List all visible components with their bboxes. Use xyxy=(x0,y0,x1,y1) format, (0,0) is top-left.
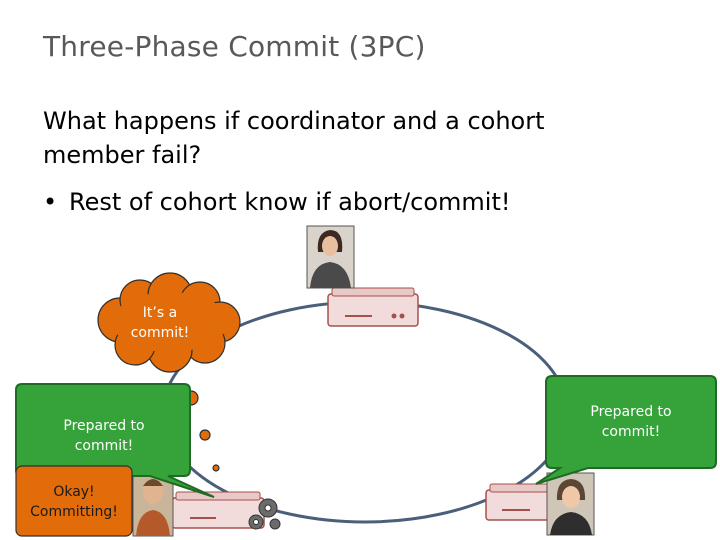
right-prepared-text: Prepared to commit! xyxy=(576,402,686,442)
thought-bubble-text: It’s a commit! xyxy=(122,303,198,343)
left-prepared-text: Prepared to commit! xyxy=(52,416,156,456)
okay-bubble-text: Okay! Committing! xyxy=(26,482,122,522)
right-avatar-icon xyxy=(547,473,594,535)
coordinator-avatar-icon xyxy=(307,226,354,288)
coordinator-server-icon xyxy=(328,288,418,326)
